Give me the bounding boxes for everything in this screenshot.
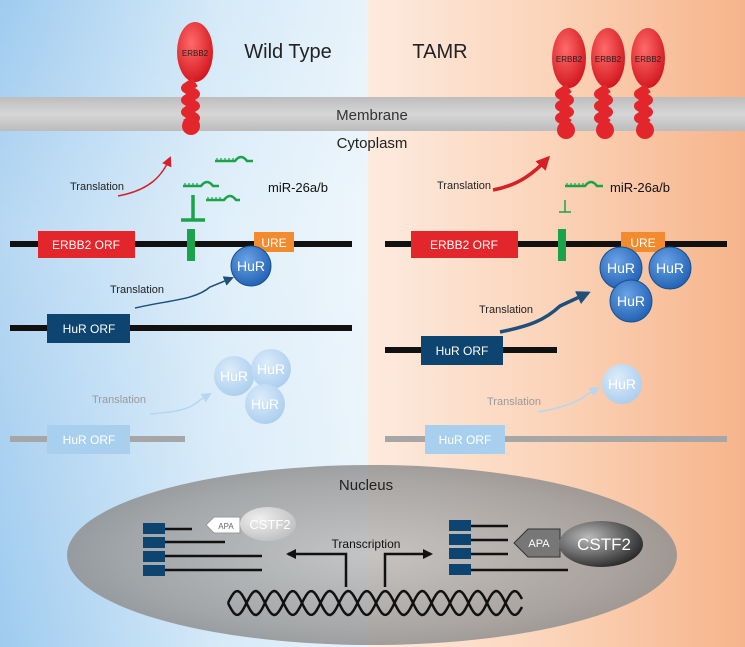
cstf2-protein: CSTF2 xyxy=(559,521,643,567)
svg-text:HuR: HuR xyxy=(251,396,279,412)
erbb2-receptor: ERBB2 xyxy=(552,28,586,139)
translation-label: Translation xyxy=(479,304,533,316)
hur-protein: HuR xyxy=(602,364,642,404)
ure-box xyxy=(254,232,294,252)
hur-protein: HuR xyxy=(599,246,643,290)
translation-arrow xyxy=(537,386,600,413)
hur-protein: HuR xyxy=(609,279,653,323)
translation-arrow xyxy=(492,155,551,192)
hur-orf-label: HuR ORF xyxy=(63,322,116,336)
svg-text:HuR: HuR xyxy=(220,368,248,384)
translation-arrow xyxy=(134,276,234,309)
hur-orf-box-faded xyxy=(425,425,505,454)
ure-box xyxy=(621,232,665,252)
hur-orf-box-faded xyxy=(47,425,130,454)
hur-protein: HuR xyxy=(214,356,254,396)
transcript-isoforms xyxy=(449,520,568,575)
inhibition-symbol xyxy=(559,200,571,213)
translation-label: Translation xyxy=(92,394,146,406)
inhibition-symbol xyxy=(181,195,205,222)
mirna-cluster xyxy=(183,155,253,202)
erbb2-receptor-label: ERBB2 xyxy=(595,55,622,64)
mirna-binding-site xyxy=(187,229,195,261)
erbb2-orf-box xyxy=(38,231,135,258)
erbb2-orf-label: ERBB2 ORF xyxy=(52,238,120,252)
svg-text:HuR: HuR xyxy=(607,260,635,276)
cstf2-protein: CSTF2 xyxy=(240,507,296,541)
erbb2-receptor: ERBB2 xyxy=(177,22,213,135)
translation-label: Translation xyxy=(487,396,541,408)
nucleus-label: Nucleus xyxy=(339,477,393,494)
hur-protein: HuR xyxy=(230,245,272,287)
erbb2-orf-label: ERBB2 ORF xyxy=(430,238,498,252)
apa-label: APA xyxy=(528,538,550,550)
hur-orf-label: HuR ORF xyxy=(63,433,116,447)
mirna-cluster xyxy=(565,180,603,188)
hur-protein: HuR xyxy=(245,384,285,424)
mirna-binding-site xyxy=(558,229,566,261)
membrane-band xyxy=(0,97,745,131)
wild-type-title: Wild Type xyxy=(244,41,331,63)
translation-label: Translation xyxy=(437,180,491,192)
hur-orf-label: HuR ORF xyxy=(439,433,492,447)
tamr-title: TAMR xyxy=(412,41,467,63)
translation-arrow xyxy=(499,291,591,334)
transcription-label: Transcription xyxy=(332,537,401,551)
hur-protein: HuR xyxy=(648,246,692,290)
erbb2-receptor-label: ERBB2 xyxy=(635,55,662,64)
apa-arrow: APA xyxy=(205,516,241,534)
apa-label: APA xyxy=(218,522,234,531)
svg-text:HuR: HuR xyxy=(237,258,265,274)
hur-protein: HuR xyxy=(251,349,291,389)
nucleus-ellipse xyxy=(67,465,677,645)
ure-label: URE xyxy=(630,236,655,250)
svg-text:HuR: HuR xyxy=(257,361,285,377)
cytoplasm-label: Cytoplasm xyxy=(337,135,408,152)
dna-strand xyxy=(226,589,524,617)
erbb2-receptor-label: ERBB2 xyxy=(556,55,583,64)
apa-arrow: APA xyxy=(513,528,561,558)
translation-arrow xyxy=(149,392,212,415)
transcription-arrow-right xyxy=(383,549,433,587)
translation-label: Translation xyxy=(70,181,124,193)
translation-label: Translation xyxy=(110,284,164,296)
hur-orf-label: HuR ORF xyxy=(436,344,489,358)
svg-text:HuR: HuR xyxy=(656,260,684,276)
svg-text:CSTF2: CSTF2 xyxy=(577,535,631,554)
transcription-arrow-left xyxy=(286,549,348,587)
svg-text:HuR: HuR xyxy=(608,376,636,392)
svg-text:CSTF2: CSTF2 xyxy=(249,517,290,532)
mirna-label: miR-26a/b xyxy=(610,180,670,195)
erbb2-receptor: ERBB2 xyxy=(591,28,625,139)
hur-orf-box xyxy=(421,336,503,365)
membrane-label: Membrane xyxy=(336,107,408,124)
dna-helix xyxy=(226,589,524,617)
erbb2-receptor-label: ERBB2 xyxy=(182,49,209,58)
erbb2-receptor: ERBB2 xyxy=(631,28,665,139)
transcript-isoforms xyxy=(143,523,262,576)
svg-text:HuR: HuR xyxy=(617,293,645,309)
hur-orf-box xyxy=(47,314,130,343)
mirna-label: miR-26a/b xyxy=(268,180,328,195)
ure-label: URE xyxy=(261,236,286,250)
dna-strand xyxy=(226,589,524,617)
erbb2-orf-box xyxy=(411,231,518,258)
translation-arrow xyxy=(117,156,172,197)
